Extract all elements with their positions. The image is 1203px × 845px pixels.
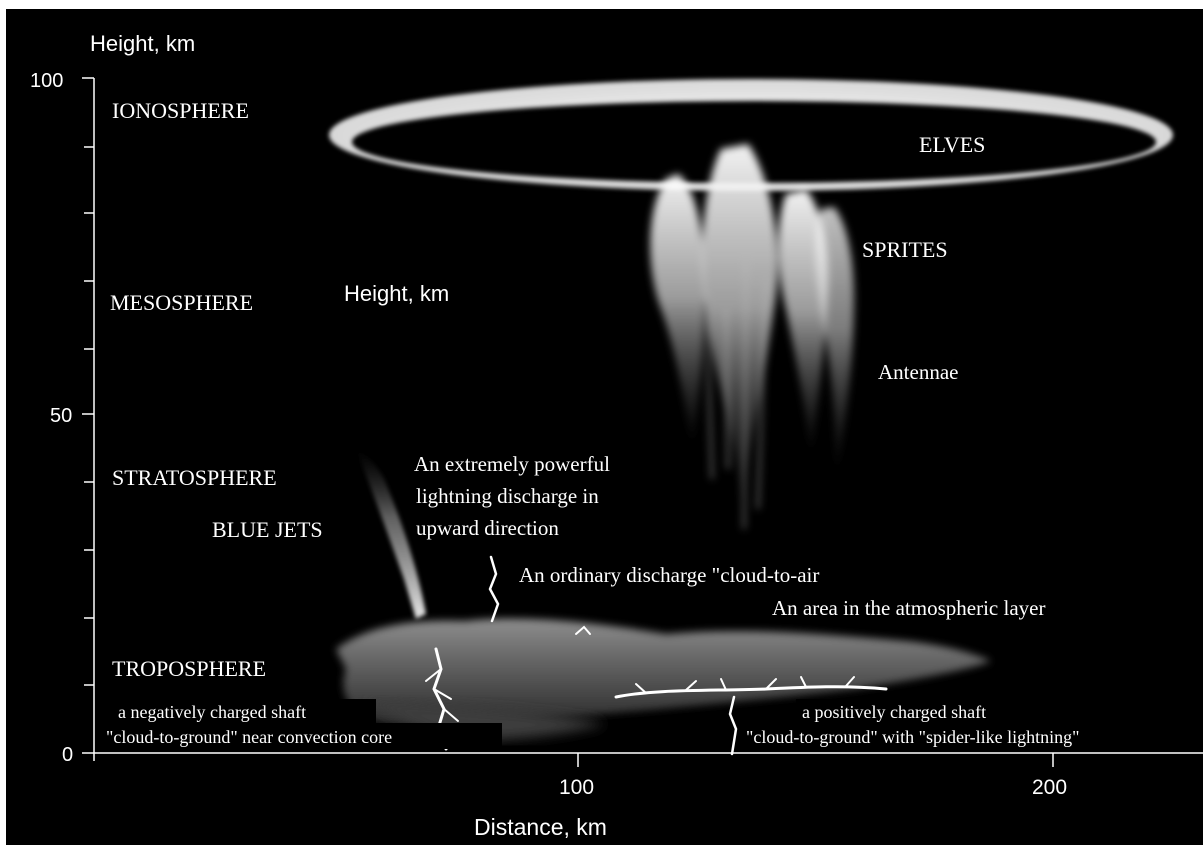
x-axis: [94, 753, 1203, 767]
diagram-frame: Height, km 100 50 0 100 200 Distance, km…: [6, 9, 1203, 845]
sprites-shape: [650, 144, 854, 529]
annotation-upward-line-1: An extremely powerful: [414, 452, 610, 476]
y-tick-50: 50: [50, 405, 72, 427]
label-troposphere: TROPOSPHERE: [112, 656, 266, 681]
annotation-upward-line-2: lightning discharge in: [416, 484, 599, 508]
y-axis-title: Height, km: [90, 31, 195, 56]
annotation-pos-shaft-line-1: a positively charged shaft: [802, 702, 986, 722]
x-tick-200: 200: [1032, 776, 1067, 799]
label-mesosphere: MESOSPHERE: [110, 290, 253, 315]
label-blue-jets: BLUE JETS: [212, 517, 323, 542]
annotation-pos-shaft-line-2: "cloud-to-ground" with "spider-like ligh…: [746, 727, 1079, 747]
y-axis: [82, 78, 94, 761]
label-antennae: Antennae: [878, 360, 958, 384]
label-stratosphere: STRATOSPHERE: [112, 465, 277, 490]
annotation-neg-shaft-line-1: a negatively charged shaft: [118, 702, 306, 722]
atmosphere-lightning-diagram: Height, km 100 50 0 100 200 Distance, km…: [6, 9, 1203, 845]
y-tick-0: 0: [62, 744, 73, 766]
label-ionosphere: IONOSPHERE: [112, 98, 249, 123]
annotation-cloud-to-air: An ordinary discharge "cloud-to-air: [519, 563, 819, 587]
x-tick-100: 100: [559, 776, 594, 799]
x-axis-title: Distance, km: [474, 814, 607, 840]
annotation-neg-shaft-line-2: "cloud-to-ground" near convection core: [106, 727, 392, 747]
annotation-atmospheric-area: An area in the atmospheric layer: [772, 596, 1045, 620]
label-elves: ELVES: [919, 132, 985, 157]
y-tick-100: 100: [30, 70, 63, 92]
annotation-upward-line-3: upward direction: [416, 516, 559, 540]
label-height-mid: Height, km: [344, 281, 449, 306]
label-sprites: SPRITES: [862, 237, 948, 262]
